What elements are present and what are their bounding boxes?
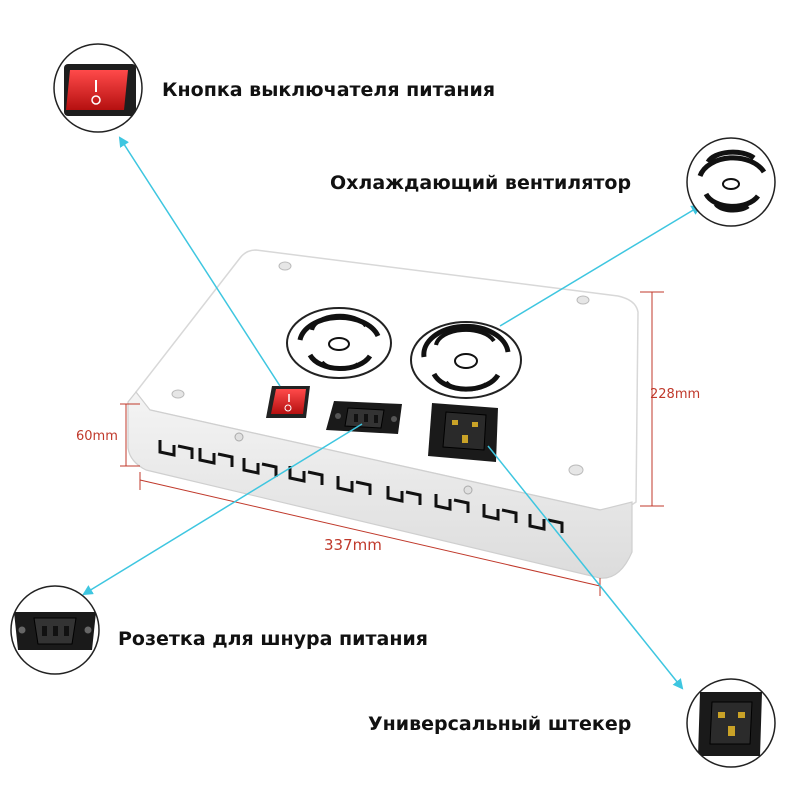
label-power-socket: Розетка для шнура питания <box>118 628 428 650</box>
side-vents <box>158 440 564 533</box>
power-inlet <box>326 401 402 434</box>
cooling-fan-left <box>286 307 392 379</box>
callout-arrows <box>82 136 702 690</box>
arrow-cooling-fan <box>499 204 702 327</box>
power-switch <box>266 386 310 418</box>
callout-circle-cooling-fan <box>686 137 776 227</box>
label-universal-plug: Универсальный штекер <box>368 713 632 735</box>
grow-light-body <box>127 249 639 579</box>
label-cooling-fan: Охлаждающий вентилятор <box>330 172 632 194</box>
arrow-universal-plug <box>487 445 684 690</box>
cooling-fan-right <box>410 321 522 399</box>
dimension-height-label: 60mm <box>76 429 118 444</box>
arrow-power-switch <box>118 136 281 387</box>
dimension-depth-label: 228mm <box>650 387 700 402</box>
callout-circle-power-socket <box>10 585 100 675</box>
callout-circle-power-switch <box>53 43 143 133</box>
callout-circle-universal-plug <box>686 678 776 768</box>
dimension-lines <box>120 291 664 596</box>
dimension-length-label: 337mm <box>324 536 382 554</box>
arrow-power-socket <box>82 423 363 596</box>
label-power-switch: Кнопка выключателя питания <box>162 79 496 101</box>
universal-outlet <box>428 403 498 462</box>
